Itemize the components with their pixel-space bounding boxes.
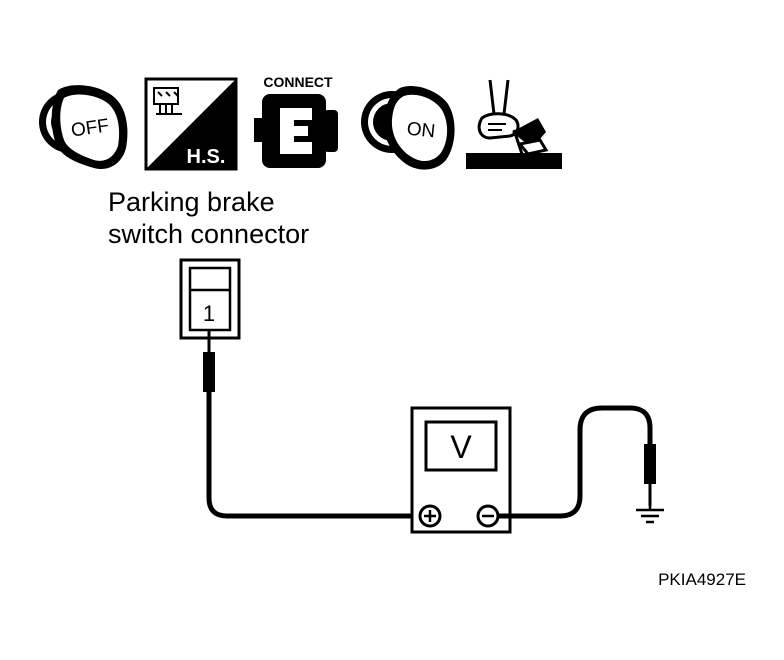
- ignition-off-label: OFF: [70, 115, 111, 141]
- ignition-on-icon: ON: [361, 85, 455, 170]
- connect-icon: CONNECT: [254, 74, 338, 168]
- negative-lead-wire: [498, 405, 653, 519]
- figure-id: PKIA4927E: [658, 570, 746, 589]
- connect-label: CONNECT: [263, 74, 333, 90]
- negative-probe: [644, 444, 656, 506]
- harness-side-label: H.S.: [187, 146, 226, 168]
- harness-side-icon: H.S.: [144, 77, 238, 171]
- positive-probe: [203, 330, 215, 392]
- voltmeter: V: [410, 406, 512, 534]
- voltmeter-display-label: V: [450, 429, 472, 465]
- terminal-1-label: 1: [203, 301, 215, 326]
- connector-label-line1: Parking brake: [108, 187, 275, 217]
- parking-brake-switch-connector: 1: [179, 258, 241, 340]
- ignition-on-label: ON: [406, 119, 437, 143]
- connector-label-line2: switch connector: [108, 219, 309, 249]
- negative-terminal: [476, 504, 500, 528]
- positive-lead-wire: [206, 392, 418, 519]
- ground-icon: [636, 504, 664, 524]
- ignition-off-icon: OFF: [39, 85, 128, 170]
- parking-brake-icon: [466, 79, 562, 169]
- positive-terminal: [418, 504, 442, 528]
